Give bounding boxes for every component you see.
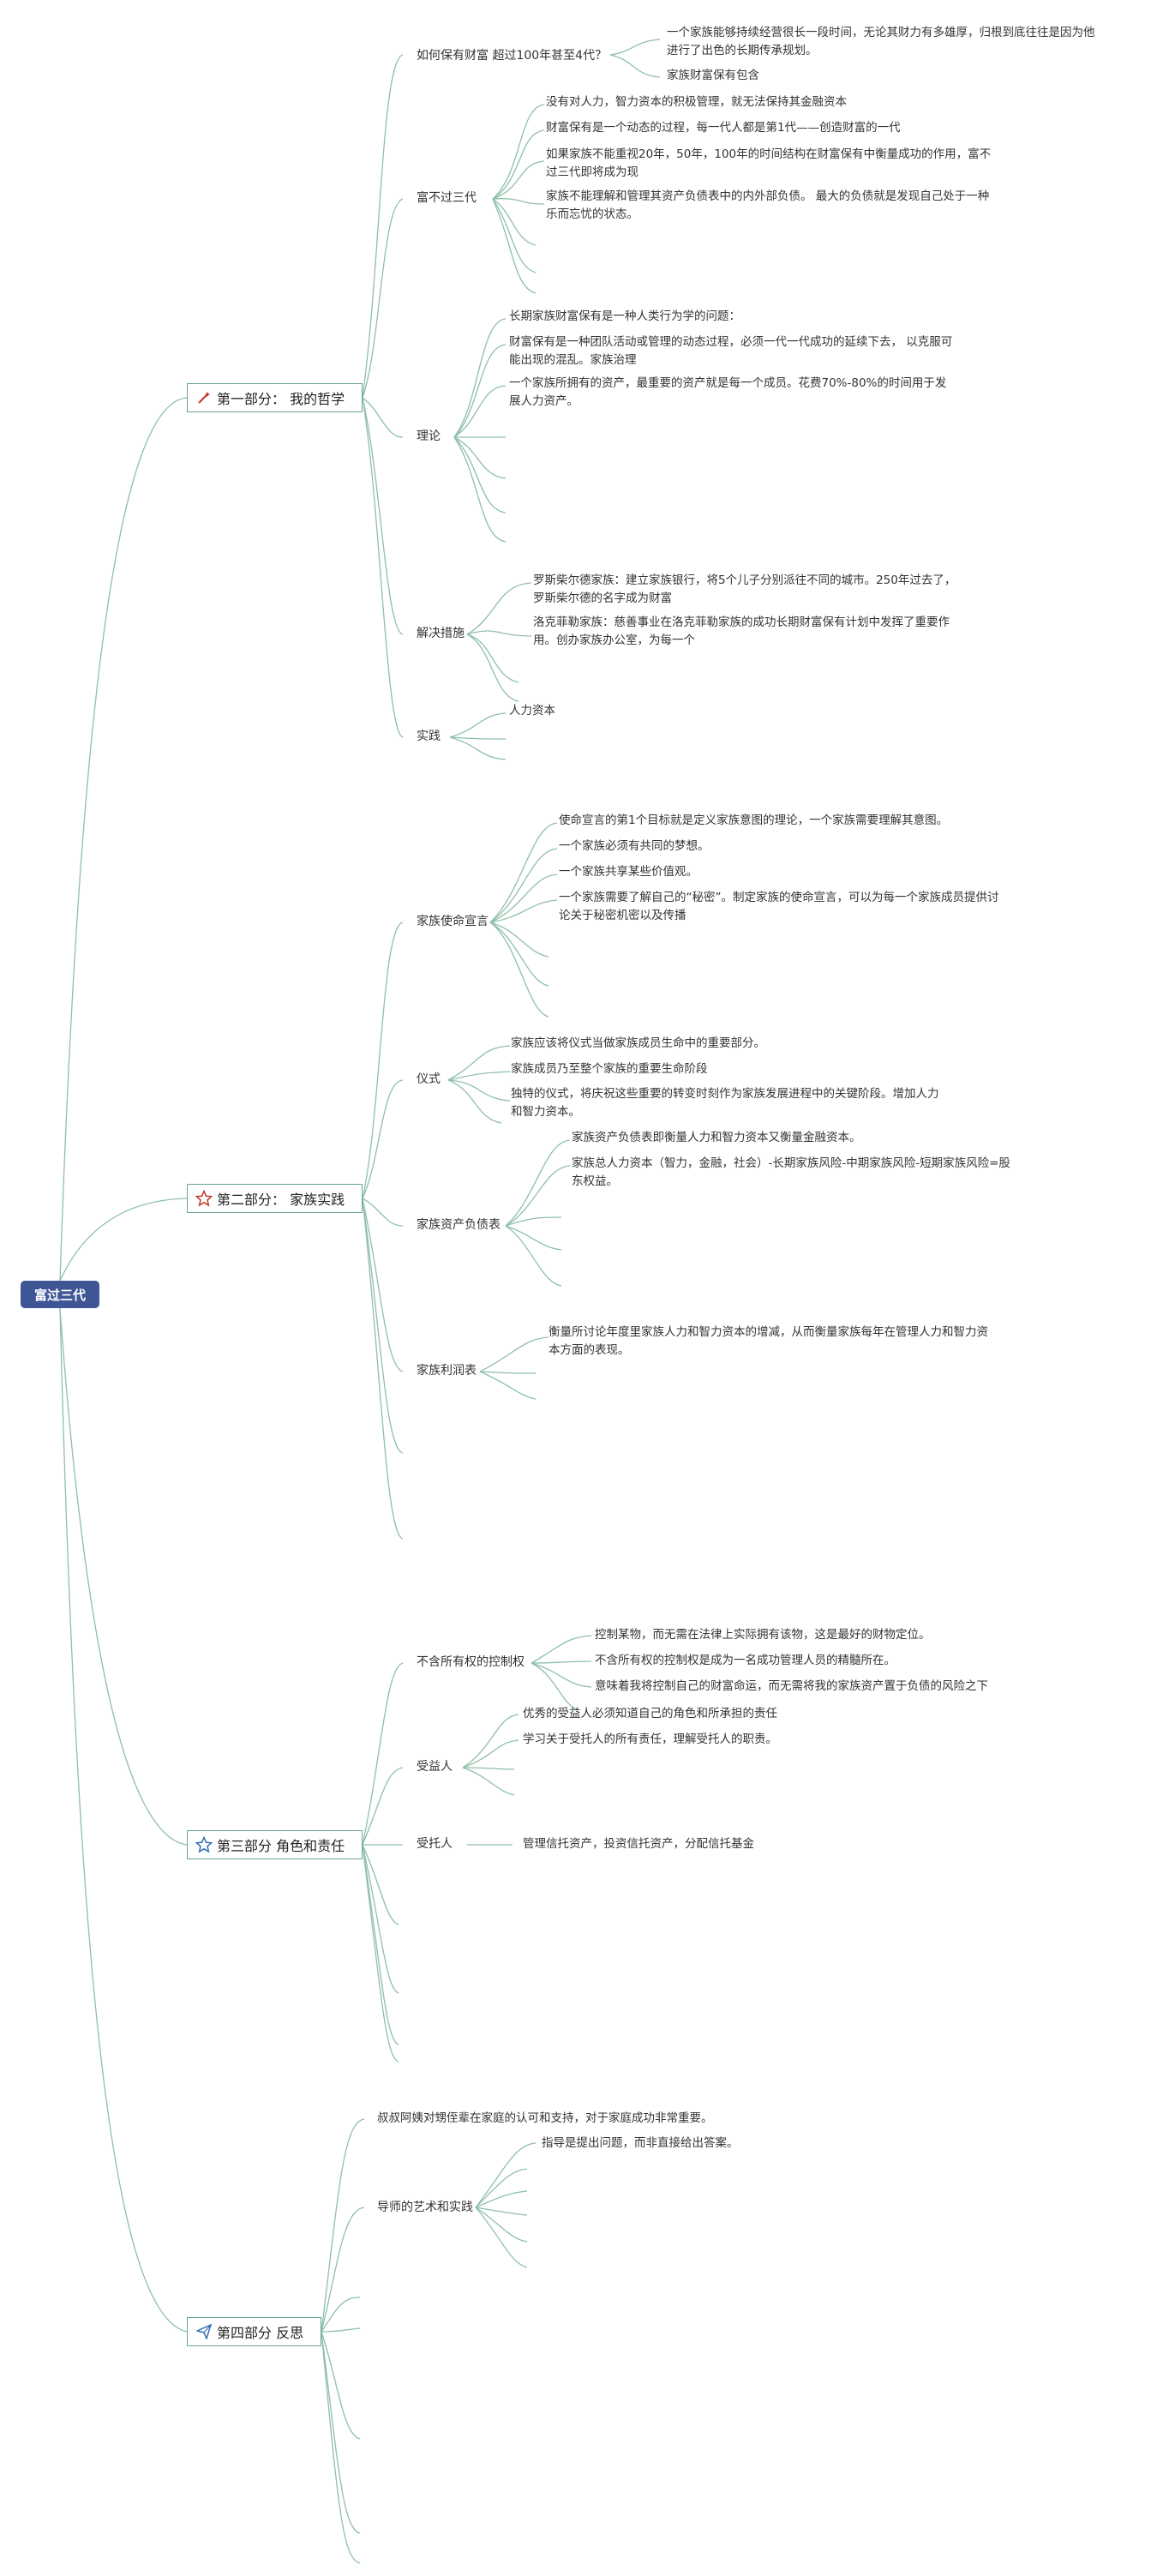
section-label[interactable]: 如何保有财富 超过100年甚至4代？	[417, 49, 608, 63]
leaf-text: 财富保有是一个动态的过程，每一代人都是第1代——创造财富的一代	[546, 121, 901, 135]
leaf-text: 洛克菲勒家族：慈善事业在洛克菲勒家族的成功长期财富保有计划中发挥了重要作用。创办…	[533, 615, 950, 647]
part-1-node[interactable]: 第一部分： 我的哲学	[187, 383, 363, 412]
section-label[interactable]: 家族利润表	[417, 1364, 477, 1378]
leaf-text: 如果家族不能重视20年，50年，100年的时间结构在财富保有中衡量成功的作用，富…	[546, 147, 992, 179]
leaf-text: 家族成员乃至整个家族的重要生命阶段	[511, 1062, 708, 1076]
leaf-text: 一个家族所拥有的资产，最重要的资产就是每一个成员。花费70%-80%的时间用于发…	[509, 376, 947, 408]
leaf-text: 优秀的受益人必须知道自己的角色和所承担的责任	[523, 1707, 777, 1720]
leaf-text: 控制某物，而无需在法律上实际拥有该物，这是最好的财物定位。	[595, 1628, 931, 1642]
part-2-node[interactable]: 第二部分： 家族实践	[187, 1184, 363, 1213]
section-label[interactable]: 富不过三代	[417, 191, 477, 205]
section-label[interactable]: 家族使命宣言	[417, 915, 489, 928]
leaf-text: 意味着我将控制自己的财富命运，而无需将我的家族资产置于负债的风险之下	[595, 1679, 988, 1693]
section-label[interactable]: 受益人	[417, 1760, 453, 1774]
section-label[interactable]: 受托人	[417, 1837, 453, 1851]
leaf-text: 不含所有权的控制权是成为一名成功管理人员的精髓所在。	[595, 1654, 896, 1667]
leaf-text: 衡量所讨论年度里家族人力和智力资本的增减，从而衡量家族每年在管理人力和智力资本方…	[549, 1325, 988, 1357]
leaf-text: 人力资本	[509, 704, 555, 718]
leaf-text: 一个家族共享某些价值观。	[559, 865, 698, 879]
leaf-text: 财富保有是一种团队活动或管理的动态过程，必须一代一代成功的延续下去， 以克服可能…	[509, 335, 953, 367]
magic-wand-icon	[195, 388, 213, 407]
section-label[interactable]: 导师的艺术和实践	[377, 2201, 473, 2214]
leaf-text: 家族财富保有包含	[667, 69, 759, 82]
part-1-label: 第一部分： 我的哲学	[217, 391, 345, 407]
leaf-text: 一个家族需要了解自己的“秘密”。制定家族的使命宣言，可以为每一个家族成员提供讨论…	[559, 891, 999, 922]
leaf-text: 长期家族财富保有是一种人类行为学的问题：	[509, 309, 740, 323]
leaf-text: 一个家族能够持续经营很长一段时间，无论其财力有多雄厚，归根到底往往是因为他进行了…	[667, 26, 1095, 57]
leaf-text: 家族不能理解和管理其资产负债表中的内外部负债。 最大的负债就是发现自己处于一种乐…	[546, 189, 990, 221]
section-label[interactable]: 不含所有权的控制权	[417, 1655, 525, 1669]
leaf-text: 使命宣言的第1个目标就是定义家族意图的理论，一个家族需要理解其意图。	[559, 814, 949, 827]
section-label[interactable]: 仪式	[417, 1072, 441, 1086]
leaf-text: 一个家族必须有共同的梦想。	[559, 839, 710, 853]
section-label[interactable]: 实践	[417, 730, 441, 743]
section-label[interactable]: 叔叔阿姨对甥侄辈在家庭的认可和支持，对于家庭成功非常重要。	[377, 2111, 713, 2125]
star-outline-icon	[195, 1189, 213, 1208]
leaf-text: 指导是提出问题，而非直接给出答案。	[542, 2136, 739, 2150]
leaf-text: 管理信托资产，投资信托资产，分配信托基金	[523, 1837, 754, 1851]
section-label[interactable]: 家族资产负债表	[417, 1218, 501, 1232]
root-node[interactable]: 富过三代	[21, 1281, 99, 1308]
star-outline-icon	[195, 1835, 213, 1854]
leaf-text: 没有对人力，智力资本的积极管理，就无法保持其金融资本	[546, 95, 847, 109]
section-label[interactable]: 解决措施	[417, 627, 465, 640]
part-3-node[interactable]: 第三部分 角色和责任	[187, 1830, 363, 1859]
part-3-label: 第三部分 角色和责任	[217, 1838, 345, 1854]
part-2-label: 第二部分： 家族实践	[217, 1192, 345, 1208]
leaf-text: 家族总人力资本（智力，金融，社会）-长期家族风险-中期家族风险-短期家族风险=股…	[572, 1156, 1010, 1188]
leaf-text: 罗斯柴尔德家族：建立家族银行，将5个儿子分别派往不同的城市。250年过去了，罗斯…	[533, 573, 956, 605]
section-label[interactable]: 理论	[417, 429, 441, 443]
leaf-text: 独特的仪式，将庆祝这些重要的转变时刻作为家族发展进程中的关键阶段。增加人力和智力…	[511, 1087, 939, 1119]
leaf-text: 学习关于受托人的所有责任，理解受托人的职责。	[523, 1732, 777, 1746]
leaf-text: 家族资产负债表即衡量人力和智力资本又衡量金融资本。	[572, 1131, 861, 1144]
leaf-text: 家族应该将仪式当做家族成员生命中的重要部分。	[511, 1036, 765, 1050]
part-4-node[interactable]: 第四部分 反思	[187, 2317, 321, 2346]
part-4-label: 第四部分 反思	[217, 2325, 304, 2341]
paper-plane-icon	[195, 2322, 213, 2341]
